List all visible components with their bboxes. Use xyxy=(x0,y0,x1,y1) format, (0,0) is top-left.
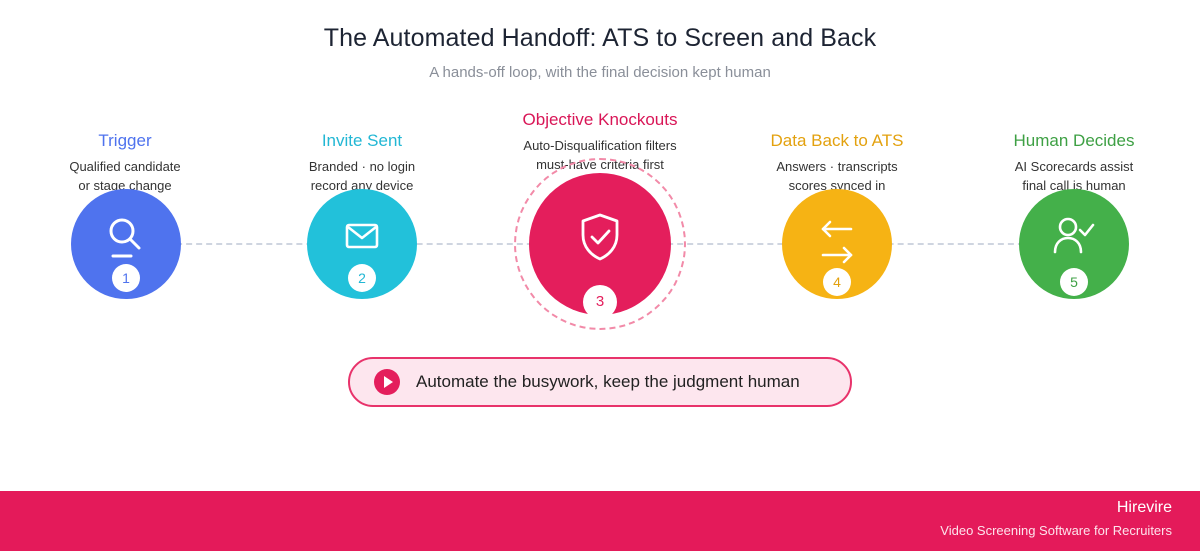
brand-tagline: Video Screening Software for Recruiters xyxy=(940,523,1172,538)
footer-bar: Hirevire Video Screening Software for Re… xyxy=(0,491,1200,551)
step-desc-line-2: final call is human xyxy=(1022,178,1126,193)
step-5-circle: 5 xyxy=(1019,189,1129,299)
step-number-badge: 3 xyxy=(583,285,617,319)
step-invite-text: Invite Sent Branded · no login record an… xyxy=(282,131,442,195)
page-subtitle: A hands-off loop, with the final decisio… xyxy=(429,64,771,81)
play-icon xyxy=(374,369,400,395)
banner-text: Automate the busywork, keep the judgment… xyxy=(416,372,800,391)
search-icon xyxy=(109,218,141,258)
step-4-circle: 4 xyxy=(782,189,892,299)
summary-banner: Automate the busywork, keep the judgment… xyxy=(348,357,852,407)
step-desc-line-2: record any device xyxy=(310,178,414,193)
step-desc-line-2: scores synced in xyxy=(788,178,886,193)
step-number-badge: 4 xyxy=(823,268,851,296)
step-desc-line-1: Answers · transcripts xyxy=(776,159,898,174)
step-desc-line-1: Auto-Disqualification filters xyxy=(523,138,677,153)
step-title: Invite Sent xyxy=(321,131,403,150)
step-3-circle: 3 xyxy=(529,173,671,319)
step-number-badge: 5 xyxy=(1060,268,1088,296)
step-number-badge: 2 xyxy=(348,264,376,292)
step-human-decides-text: Human Decides AI Scorecards assist final… xyxy=(994,131,1154,195)
shield-check-icon xyxy=(581,213,619,261)
step-2-circle: 2 xyxy=(307,189,417,299)
highlight-dashed-ring xyxy=(514,158,686,330)
step-title: Objective Knockouts xyxy=(522,110,678,129)
envelope-icon xyxy=(345,223,379,249)
sync-arrows-icon xyxy=(821,220,853,264)
step-title: Trigger xyxy=(98,131,152,150)
brand-name: Hirevire xyxy=(1116,499,1172,516)
page-title: The Automated Handoff: ATS to Screen and… xyxy=(323,24,877,52)
step-title: Data Back to ATS xyxy=(770,131,904,150)
step-desc-line-1: Qualified candidate xyxy=(69,159,181,174)
step-1-circle: 1 xyxy=(71,189,181,299)
step-desc-line-1: Branded · no login xyxy=(308,159,416,174)
step-data-back-text: Data Back to ATS Answers · transcripts s… xyxy=(757,131,917,195)
step-title: Human Decides xyxy=(1013,131,1135,150)
step-desc-line-1: AI Scorecards assist xyxy=(1014,159,1134,174)
user-check-icon xyxy=(1053,217,1095,254)
step-desc-line-2: or stage change xyxy=(78,178,172,193)
step-number-badge: 1 xyxy=(112,264,140,292)
step-trigger-text: Trigger Qualified candidate or stage cha… xyxy=(45,131,205,195)
